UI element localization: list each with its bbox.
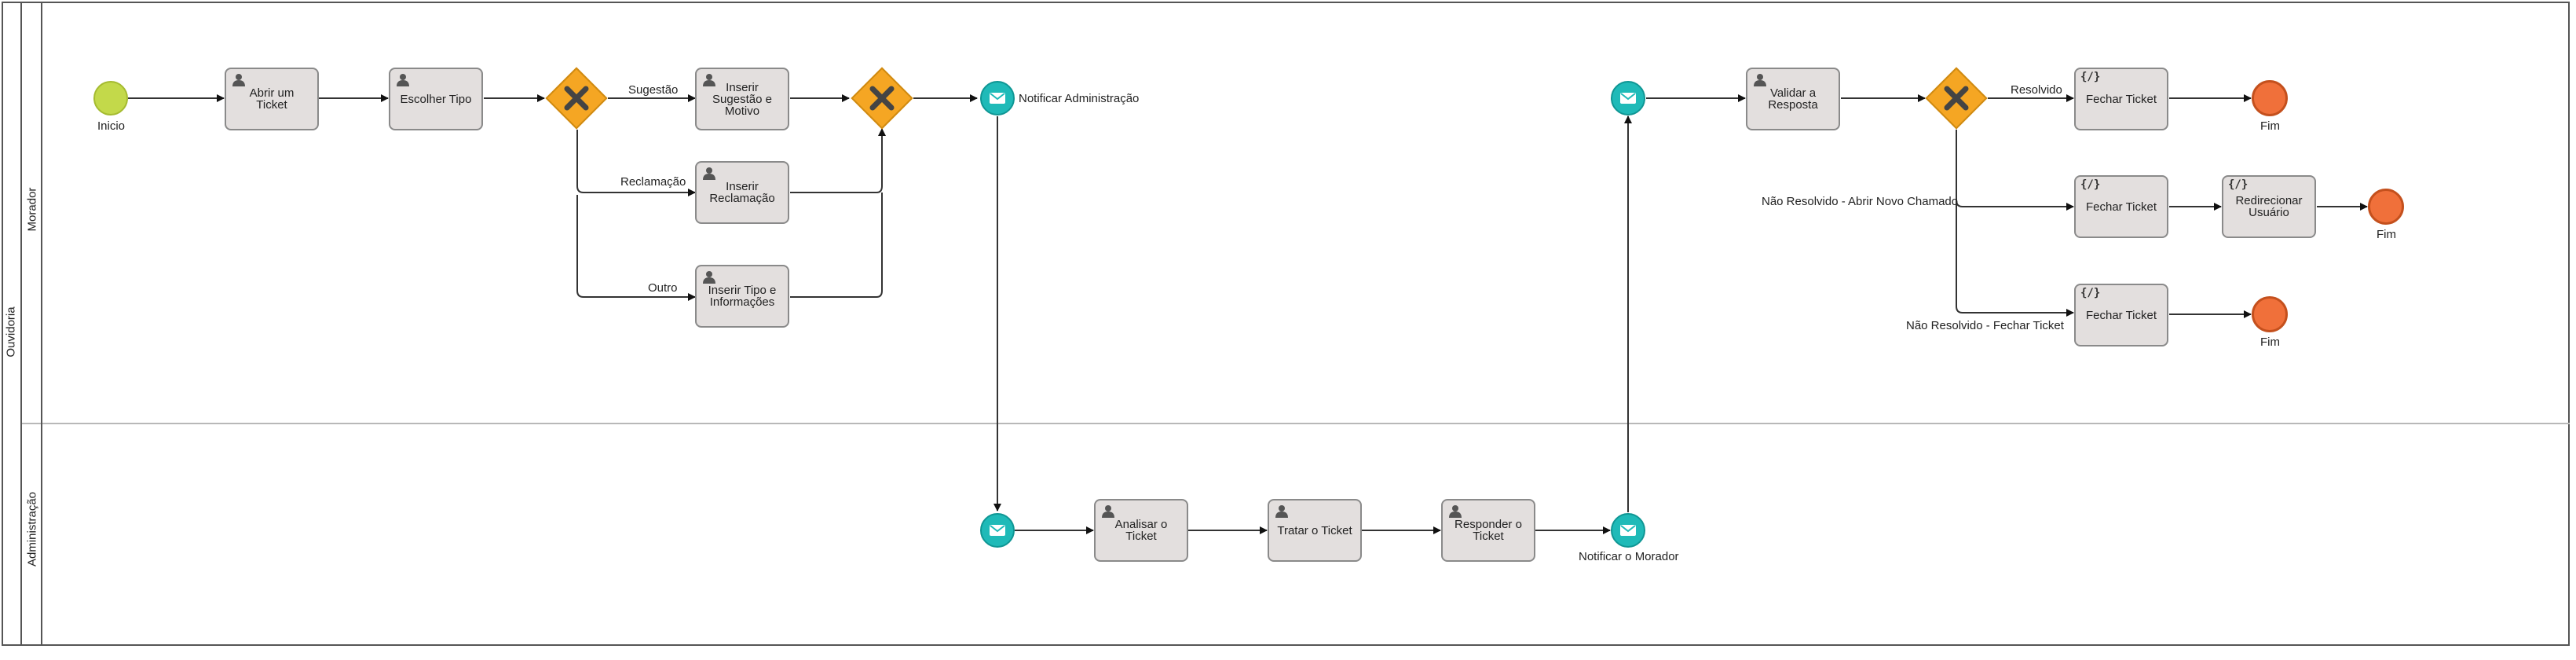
pool-label-strip	[2, 2, 22, 646]
message-event-receber-morador[interactable]	[1611, 81, 1645, 116]
message-event-label: Notificar Administração	[1019, 92, 1140, 105]
task-label: Redirecionar Usuário	[2235, 194, 2303, 219]
task-redirecionar-usuario[interactable]: {/} Redirecionar Usuário	[2222, 175, 2316, 238]
task-label: Inserir Tipo e Informações	[708, 284, 777, 309]
task-label: Fechar Ticket	[2085, 308, 2157, 322]
end-event-2[interactable]	[2368, 189, 2404, 225]
user-icon	[1449, 505, 1462, 518]
task-validar-resposta[interactable]: Validar a Resposta	[1746, 68, 1840, 130]
end-event-label: Fim	[2377, 228, 2396, 241]
script-icon: {/}	[2228, 178, 2249, 191]
user-icon	[232, 74, 245, 86]
user-icon	[1102, 505, 1114, 518]
message-event-label: Notificar o Morador	[1579, 550, 1679, 563]
task-label: Inserir Reclamação	[709, 180, 775, 205]
exclusive-gateway-x-icon	[545, 67, 608, 130]
lane-label-strip-morador	[22, 2, 42, 423]
flow-label-nao-resolvido-fechar: Não Resolvido - Fechar Ticket	[1906, 319, 2064, 332]
script-icon: {/}	[2080, 178, 2101, 191]
lane-divider	[22, 423, 2570, 424]
script-icon: {/}	[2080, 287, 2101, 299]
task-label: Analisar o Ticket	[1114, 518, 1168, 543]
task-analisar-ticket[interactable]: Analisar o Ticket	[1094, 499, 1188, 562]
flow-label-outro: Outro	[648, 281, 678, 295]
task-inserir-tipo[interactable]: Inserir Tipo e Informações	[695, 265, 789, 328]
lane-label-strip-administracao	[22, 423, 42, 646]
task-label: Responder o Ticket	[1454, 518, 1522, 543]
end-event-1[interactable]	[2252, 80, 2288, 116]
user-icon	[1754, 74, 1766, 86]
user-icon	[703, 74, 715, 86]
task-label: Tratar o Ticket	[1277, 523, 1352, 537]
flow-gateway-reclamacao	[576, 130, 696, 196]
flow-label-nao-resolvido-novo: Não Resolvido - Abrir Novo Chamado	[1762, 195, 1959, 208]
end-event-label: Fim	[2260, 119, 2280, 133]
task-label: Fechar Ticket	[2085, 92, 2157, 106]
envelope-icon	[1620, 93, 1636, 104]
message-event-receber-admin[interactable]	[980, 513, 1015, 548]
script-icon: {/}	[2080, 71, 2101, 83]
flow-label-sugestao: Sugestão	[628, 83, 679, 97]
task-label: Escolher Tipo	[400, 92, 472, 106]
flow-label-resolvido: Resolvido	[2011, 83, 2062, 97]
message-event-notificar-morador[interactable]	[1611, 513, 1645, 548]
task-inserir-sugestao[interactable]: Inserir Sugestão e Motivo	[695, 68, 789, 130]
task-fechar-ticket-2[interactable]: {/} Fechar Ticket	[2074, 175, 2168, 238]
task-inserir-reclamacao[interactable]: Inserir Reclamação	[695, 161, 789, 224]
envelope-icon	[990, 525, 1005, 536]
task-tratar-ticket[interactable]: Tratar o Ticket	[1268, 499, 1362, 562]
task-label: Fechar Ticket	[2085, 200, 2157, 214]
flow-reclamacao-merge	[790, 128, 886, 193]
task-responder-ticket[interactable]: Responder o Ticket	[1441, 499, 1535, 562]
user-icon	[1275, 505, 1288, 518]
task-label: Abrir um Ticket	[249, 86, 295, 112]
task-abrir-ticket[interactable]: Abrir um Ticket	[225, 68, 319, 130]
envelope-icon	[990, 93, 1005, 104]
task-fechar-ticket-3[interactable]: {/} Fechar Ticket	[2074, 284, 2168, 346]
exclusive-gateway-x-icon	[1925, 67, 1988, 130]
task-label: Inserir Sugestão e Motivo	[712, 80, 772, 118]
task-label: Validar a Resposta	[1768, 86, 1818, 112]
end-event-label: Fim	[2260, 336, 2280, 349]
task-fechar-ticket-1[interactable]: {/} Fechar Ticket	[2074, 68, 2168, 130]
user-icon	[703, 271, 715, 284]
end-event-3[interactable]	[2252, 296, 2288, 332]
flow-gateway-fechar	[1956, 200, 2074, 317]
user-icon	[703, 167, 715, 180]
task-escolher-tipo[interactable]: Escolher Tipo	[389, 68, 483, 130]
flow-gateway-novo-chamado	[1956, 130, 2074, 211]
flow-outro-merge	[790, 192, 883, 298]
user-icon	[397, 74, 409, 86]
exclusive-gateway-x-icon	[851, 67, 913, 130]
start-event[interactable]	[93, 81, 128, 116]
envelope-icon	[1620, 525, 1636, 536]
message-event-notificar-admin[interactable]	[980, 81, 1015, 116]
flow-label-reclamacao: Reclamação	[620, 175, 686, 189]
start-event-label: Inicio	[97, 119, 126, 133]
flow-gateway-outro	[576, 195, 696, 301]
pool-ouvidoria	[2, 2, 2570, 646]
